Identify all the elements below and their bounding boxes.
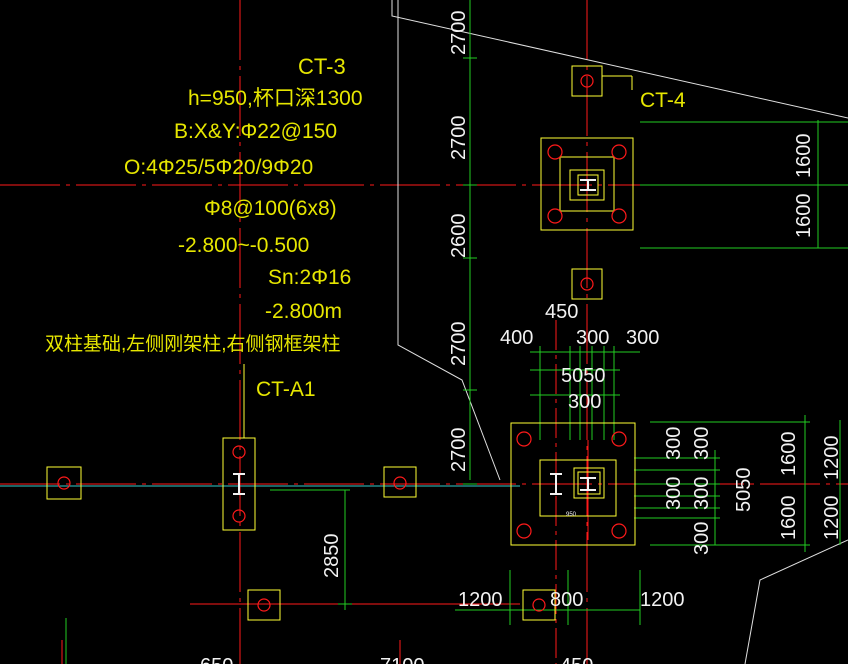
dim-2700-b: 2700 [448, 116, 470, 161]
ct4-title: CT-4 [640, 89, 686, 112]
foundation-outlines [46, 65, 636, 621]
ct3-stirrup: Φ8@100(6x8) [204, 197, 337, 220]
steel-columns [233, 179, 596, 495]
dim-800-bottom: 800 [550, 589, 583, 611]
dim-300-a: 300 [576, 327, 609, 349]
ct3-title: CT-3 [298, 54, 346, 79]
dim-2700-a: 2700 [448, 11, 470, 56]
dim-400: 400 [500, 327, 533, 349]
ct3-bottom-rebar: B:X&Y:Φ22@150 [174, 120, 337, 143]
dim-300-c: 300 [568, 391, 601, 413]
dim-450: 450 [545, 301, 578, 323]
dim-5050-top: 5050 [561, 365, 606, 387]
dim-300-right-d: 300 [691, 522, 713, 555]
dim-5050-right: 5050 [733, 468, 755, 513]
dimension-texts: 2700 2700 2600 2700 2700 1600 1600 450 4… [200, 11, 843, 664]
dim-2600: 2600 [448, 214, 470, 259]
ct3-main-rebar: O:4Φ25/5Φ20/9Φ20 [124, 156, 313, 179]
dim-300-right-c: 300 [691, 477, 713, 510]
dim-1200-bottom-a: 1200 [458, 589, 503, 611]
dim-1200-b: 1200 [821, 496, 843, 541]
foundation-remark: 双柱基础,左侧刚架柱,右侧钢框架柱 [45, 333, 341, 355]
dim-300-right-b: 300 [663, 477, 685, 510]
ct3-depth-note: h=950,杯口深1300 [188, 87, 363, 110]
ct3-elevation-range: -2.800~-0.500 [178, 234, 309, 257]
dim-1200-bottom-b: 1200 [640, 589, 685, 611]
dim-300-b: 300 [626, 327, 659, 349]
dim-1600-c: 1600 [778, 432, 800, 477]
dimension-lines [65, 0, 848, 664]
anchor-bolts [57, 74, 627, 612]
dim-300-right-e: 300 [663, 427, 685, 460]
dim-1200-a: 1200 [821, 436, 843, 481]
site-boundary [391, 0, 848, 664]
dim-300-right-a: 300 [691, 427, 713, 460]
dim-2700-c: 2700 [448, 322, 470, 367]
dim-2850: 2850 [321, 534, 343, 579]
ct3-sn-rebar: Sn:2Φ16 [268, 266, 351, 289]
dim-1600-d: 1600 [778, 496, 800, 541]
dim-1600-b: 1600 [793, 194, 815, 239]
dim-650: 650 [200, 655, 233, 664]
dim-950-small: 950 [566, 512, 577, 518]
cta1-title: CT-A1 [256, 378, 316, 401]
dim-1600-a: 1600 [793, 134, 815, 179]
annotations: CT-3 h=950,杯口深1300 B:X&Y:Φ22@150 O:4Φ25/… [45, 54, 686, 401]
dim-450-bottom: 450 [560, 655, 593, 664]
ct3-bottom-elevation: -2.800m [265, 300, 342, 323]
dim-2700-d: 2700 [448, 428, 470, 473]
dim-7100: 7100 [380, 655, 425, 664]
